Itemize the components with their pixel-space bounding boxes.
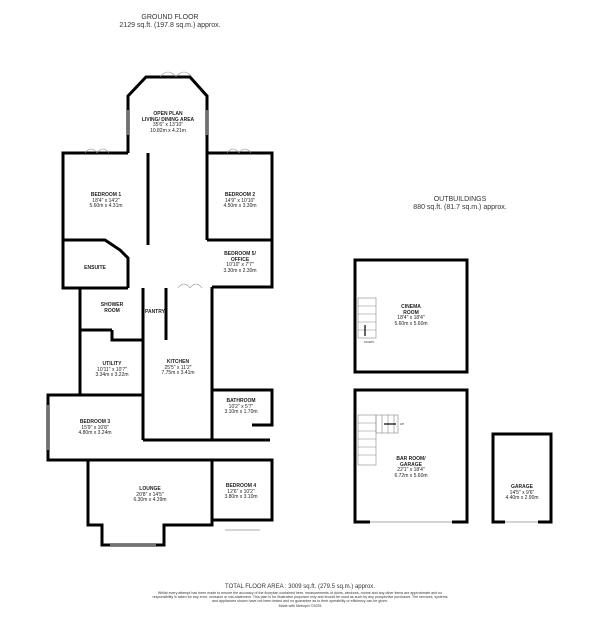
room-metric: 7.75m x 3.41m	[161, 370, 195, 377]
room-imperial: 22'1" x 18'4"	[397, 467, 425, 474]
room-metric: 6.30m x 4.39m	[133, 497, 167, 504]
room-name2: ROOM	[104, 307, 120, 314]
room-name2: OFFICE	[230, 256, 250, 263]
room-metric: 6.72m x 5.60m	[394, 472, 428, 479]
ground-floor-area: 2129 sq.ft. (197.8 sq.m.) approx.	[119, 22, 221, 29]
room-metric: 4.40m x 2.90m	[505, 495, 539, 502]
room-metric: 10.82m x 4.21m	[150, 127, 186, 134]
room-name: BEDROOM 4	[225, 483, 257, 489]
room-metric: 5.60m x 4.31m	[89, 203, 123, 210]
ground-floor-title: GROUND FLOOR	[141, 14, 199, 21]
room-metric: 4.80m x 3.24m	[78, 430, 112, 437]
room-name: CINEMA	[401, 304, 421, 310]
room-name: BAR ROOM/	[396, 456, 426, 462]
stairs-up-label: UP	[399, 422, 405, 426]
stairs-down-label: DOWN	[364, 340, 374, 344]
windows	[47, 110, 538, 546]
room-name: KITCHEN	[166, 359, 190, 365]
room-metric: 5.60m x 5.60m	[394, 320, 428, 327]
room-imperial: 15'9" x 10'8"	[81, 424, 109, 431]
room-imperial: 14'9" x 10'10"	[224, 197, 256, 204]
room-name: BEDROOM 5/	[224, 251, 256, 257]
room-imperial: 25'5" x 11'2"	[164, 364, 192, 371]
room-name: LOUNGE	[139, 486, 161, 492]
room-name2: ROOM	[403, 309, 419, 316]
doors-and-stairs	[84, 71, 399, 466]
room-name: OPEN PLAN	[153, 111, 183, 117]
room-imperial: 12'6" x 10'2"	[227, 488, 255, 495]
outbuildings-header: OUTBUILDINGS 880 sq.ft. (81.7 sq.m.) app…	[400, 196, 520, 212]
room-imperial: 20'8" x 14'5"	[136, 491, 164, 498]
room-imperial: 14'5" x 9'6"	[509, 489, 535, 496]
outbuildings-title: OUTBUILDINGS	[433, 196, 487, 203]
room-metric: 3.34m x 3.22m	[95, 372, 129, 379]
ground-floor-header: GROUND FLOOR 2129 sq.ft. (197.8 sq.m.) a…	[100, 14, 240, 30]
room-imperial: 10'11" x 10'7"	[97, 366, 127, 373]
walls	[46, 75, 553, 547]
room-metric: 4.50m x 3.30m	[223, 203, 257, 210]
room-label: PANTRY	[145, 309, 165, 316]
outbuildings-area: 880 sq.ft. (81.7 sq.m.) approx.	[413, 204, 507, 211]
total-floor-area: TOTAL FLOOR AREA : 3009 sq.ft. (279.5 sq…	[225, 584, 375, 590]
room-label: ENSUITE	[84, 265, 106, 272]
credit: Made with Metropix ©2025	[278, 603, 322, 608]
disclaimer: Whilst every attempt has been made to en…	[152, 591, 448, 604]
room-imperial: 18'4" x 18'4"	[397, 315, 425, 322]
room-name: BATHROOM	[226, 398, 256, 404]
room-name: GARAGE	[511, 484, 533, 490]
room-metric: 3.30m x 2.30m	[223, 267, 257, 274]
room-imperial: 35'6" x 13'10"	[152, 122, 184, 129]
room-metric: 3.80m x 3.10m	[224, 494, 258, 501]
room-name: BEDROOM 2	[224, 192, 256, 198]
room-name: UTILITY	[102, 361, 122, 367]
room-imperial: 18'4" x 14'2"	[92, 197, 120, 204]
room-imperial: 10'10" x 7'7"	[226, 262, 254, 269]
room-name: BEDROOM 3	[79, 419, 111, 425]
room-name2: LIVING/ DINING AREA	[141, 116, 195, 123]
room-metric: 3.10m x 1.70m	[224, 409, 258, 416]
room-name: SHOWER	[100, 302, 124, 308]
room-name2: GARAGE	[400, 461, 422, 468]
room-name: ENSUITE	[84, 265, 106, 271]
room-name: BEDROOM 1	[90, 192, 122, 198]
room-name: PANTRY	[145, 309, 165, 315]
footer: TOTAL FLOOR AREA : 3009 sq.ft. (279.5 sq…	[150, 583, 450, 608]
room-imperial: 10'2" x 5'7"	[228, 403, 254, 410]
